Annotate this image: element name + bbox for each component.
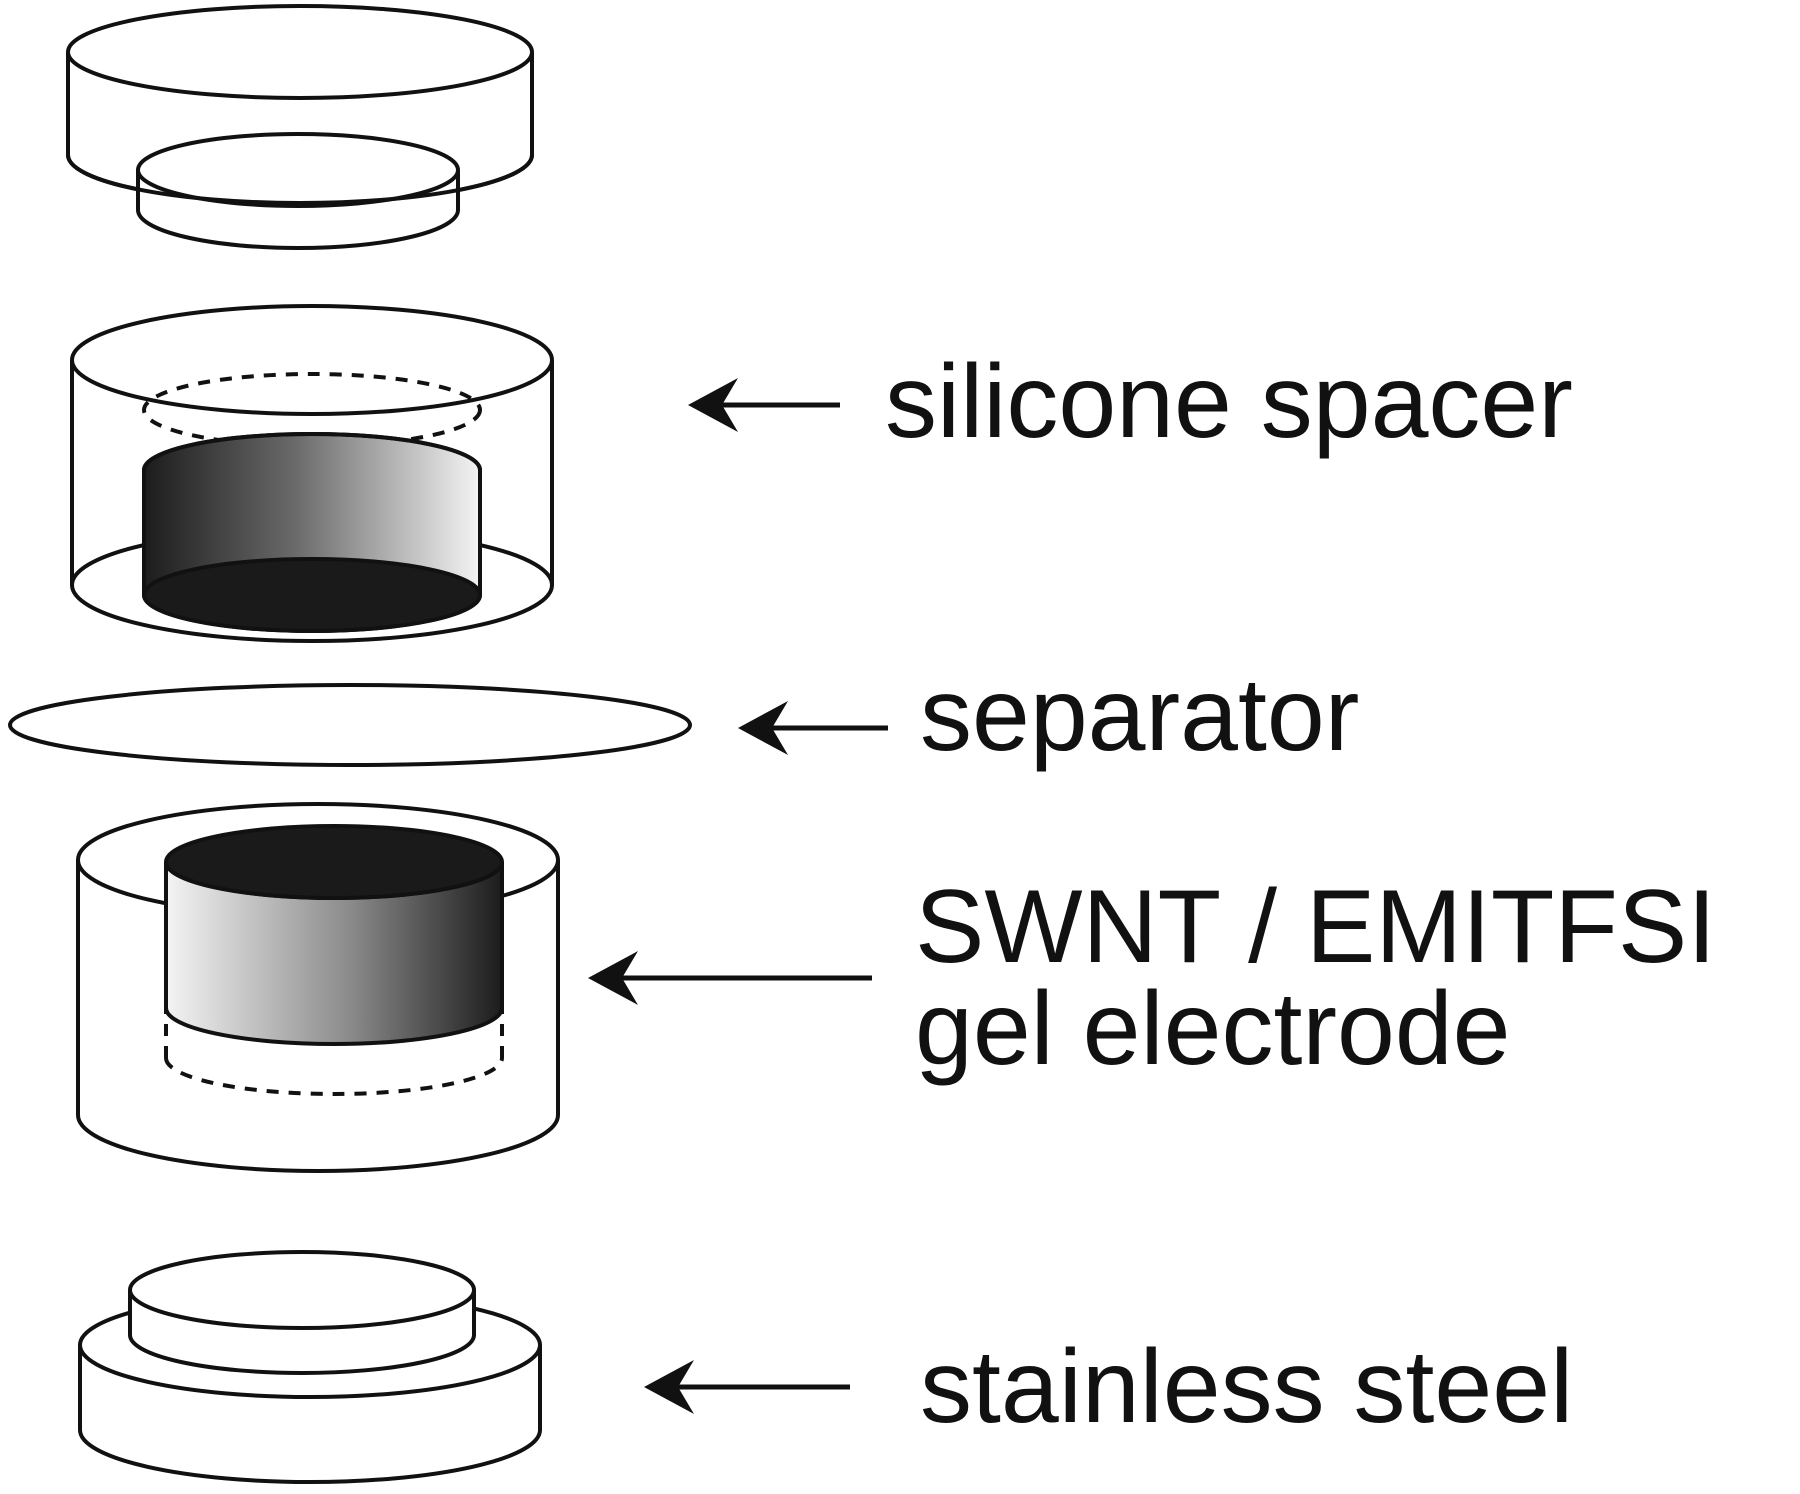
arrow-stainless-steel (644, 1360, 850, 1414)
arrow-separator (738, 701, 888, 755)
label-electrode-line2: gel electrode (915, 971, 1511, 1087)
label-silicone-spacer: silicone spacer (885, 344, 1573, 460)
bottom-stainless-steel-cap (78, 1250, 542, 1484)
lower-gel-electrode (164, 824, 504, 1096)
top-stainless-steel-cap (66, 4, 534, 250)
label-separator: separator (920, 657, 1359, 773)
arrow-silicone-spacer (688, 378, 840, 432)
label-electrode-line1: SWNT / EMITFSI (915, 869, 1716, 985)
label-stainless-steel: stainless steel (920, 1329, 1573, 1445)
separator-disc (8, 683, 692, 767)
arrow-gel-electrode (588, 951, 872, 1005)
upper-gel-electrode (142, 372, 482, 633)
